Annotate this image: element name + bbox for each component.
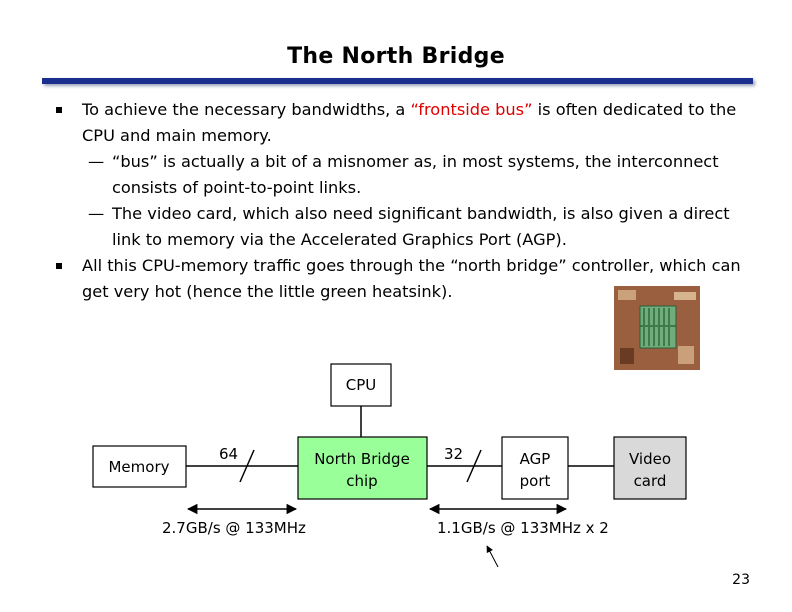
agp-label-2: port [520,472,551,490]
bullet-marker [56,263,62,269]
title-underline [42,78,753,84]
bullet-text-post: is often dedicated to the CPU and main m… [82,100,737,145]
bandwidth-label-right: 1.1GB/s @ 133MHz x 2 [437,519,609,537]
north-bridge-label-1: North Bridge [314,450,410,468]
bullet-text-pre: To achieve the necessary bandwidths, a [82,100,411,119]
pointer-arrow [486,545,499,568]
page-number: 23 [732,572,750,588]
bullet-list: To achieve the necessary bandwidths, a “… [54,97,754,305]
bus-width-32: 32 [444,445,463,463]
dash-marker: — [88,204,105,223]
subbullet-text: The video card, which also need signific… [112,204,730,249]
subbullet-agp: — The video card, which also need signif… [54,201,754,253]
slide-title: The North Bridge [287,44,505,69]
bullet-north-bridge-traffic: All this CPU-memory traffic goes through… [54,253,754,305]
memory-label: Memory [108,458,169,476]
bus-width-slash-right [466,449,482,483]
north-bridge-box [297,436,428,500]
bullet-text: All this CPU-memory traffic goes through… [82,256,741,301]
cpu-box [330,363,392,407]
video-card-box [613,436,687,500]
bandwidth-label-left: 2.7GB/s @ 133MHz [162,519,306,537]
subbullet-bus-misnomer: — “bus” is actually a bit of a misnomer … [54,149,754,201]
agp-label-1: AGP [520,450,551,468]
bus-width-slash-left [239,449,255,483]
bullet-marker [56,107,62,113]
memory-box [92,445,187,488]
north-bridge-label-2: chip [346,472,377,490]
dash-marker: — [88,152,105,171]
heatsink-photo [614,286,700,370]
frontside-bus-highlight: “frontside bus” [410,100,533,119]
cpu-label: CPU [346,376,377,394]
agp-port-box [501,436,569,500]
video-label-1: Video [629,450,671,468]
video-label-2: card [634,472,667,490]
subbullet-text: “bus” is actually a bit of a misnomer as… [112,152,719,197]
bullet-frontside-bus: To achieve the necessary bandwidths, a “… [54,97,754,149]
bus-width-64: 64 [219,445,238,463]
